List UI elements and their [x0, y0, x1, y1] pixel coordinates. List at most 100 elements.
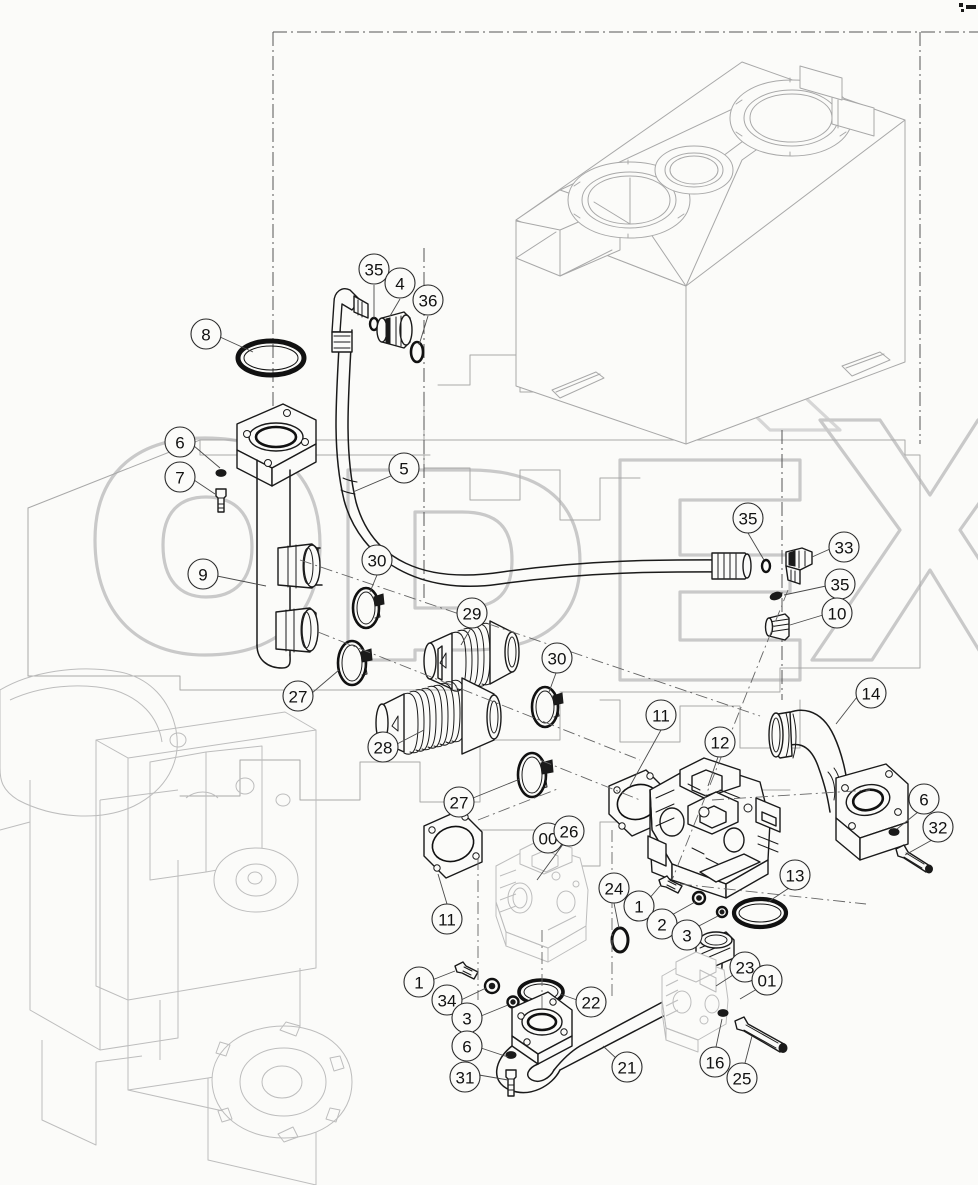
part-34-washer — [483, 977, 501, 995]
callout-29[interactable]: 29 — [456, 597, 488, 629]
callout-35[interactable]: 35 — [732, 502, 764, 534]
part-1-fitting-a — [658, 875, 683, 894]
part-3-nut-a — [715, 905, 729, 919]
callout-11[interactable]: 11 — [431, 903, 463, 935]
callout-33[interactable]: 33 — [828, 531, 860, 563]
callout-12[interactable]: 12 — [704, 726, 736, 758]
part-9-suction-tube — [236, 403, 323, 669]
callout-circle — [922, 811, 954, 843]
callout-27[interactable]: 27 — [282, 680, 314, 712]
part-35-o-ring-b — [760, 558, 772, 574]
callout-14[interactable]: 14 — [855, 677, 887, 709]
callout-circle — [779, 859, 811, 891]
callout-circle — [431, 984, 463, 1016]
callout-number: 30 — [368, 552, 387, 571]
part-10-sleeve-nut — [764, 613, 790, 641]
callout-number: 24 — [605, 880, 624, 899]
part-27-hose-clamp-b — [516, 751, 554, 799]
callout-01[interactable]: 01 — [751, 964, 783, 996]
callout-circle — [699, 1046, 731, 1078]
callout-9[interactable]: 9 — [187, 558, 219, 590]
callout-25[interactable]: 25 — [726, 1062, 758, 1094]
callout-number: 28 — [374, 739, 393, 758]
callout-21[interactable]: 21 — [611, 1051, 643, 1083]
callout-13[interactable]: 13 — [779, 859, 811, 891]
callout-6[interactable]: 6 — [164, 426, 196, 458]
callout-24[interactable]: 24 — [598, 872, 630, 904]
callout-35[interactable]: 35 — [358, 253, 390, 285]
callout-31[interactable]: 31 — [449, 1061, 481, 1093]
part-26-motor-assembly — [495, 837, 589, 963]
callout-3[interactable]: 3 — [451, 1002, 483, 1034]
callout-10[interactable]: 10 — [821, 597, 853, 629]
callout-35[interactable]: 35 — [824, 568, 856, 600]
callout-3[interactable]: 3 — [671, 919, 703, 951]
callout-11[interactable]: 11 — [645, 699, 677, 731]
callout-number: 3 — [462, 1010, 471, 1029]
callout-5[interactable]: 5 — [388, 452, 420, 484]
callout-circle — [361, 544, 393, 576]
callout-circle — [821, 597, 853, 629]
callout-28[interactable]: 28 — [367, 731, 399, 763]
callout-36[interactable]: 36 — [412, 284, 444, 316]
callout-circle — [553, 815, 585, 847]
callout-number: 1 — [414, 974, 423, 993]
hydraulic-reservoir-tank — [515, 61, 906, 445]
callout-circle — [403, 966, 435, 998]
callout-7[interactable]: 7 — [164, 461, 196, 493]
callout-22[interactable]: 22 — [575, 986, 607, 1018]
callout-27[interactable]: 27 — [443, 786, 475, 818]
callout-number: 8 — [201, 326, 210, 345]
callout-circle — [726, 1062, 758, 1094]
callout-16[interactable]: 16 — [699, 1046, 731, 1078]
callout-number: 21 — [618, 1059, 637, 1078]
callout-number: 2 — [657, 916, 666, 935]
part-7-bolt-short — [215, 488, 227, 513]
callout-32[interactable]: 32 — [922, 811, 954, 843]
part-12-piston-pump — [647, 757, 781, 899]
callout-circle — [623, 890, 655, 922]
callout-2[interactable]: 2 — [646, 908, 678, 940]
callout-number: 01 — [758, 972, 777, 991]
callout-1[interactable]: 1 — [403, 966, 435, 998]
part-16-washer-flat — [717, 1009, 729, 1017]
callout-number: 7 — [175, 469, 184, 488]
callout-circle — [645, 699, 677, 731]
callout-number: 33 — [835, 539, 854, 558]
callout-6[interactable]: 6 — [451, 1030, 483, 1062]
callout-30[interactable]: 30 — [361, 544, 393, 576]
part-6-lock-washer-c — [505, 1051, 517, 1059]
part-14-elbow-tube — [768, 709, 909, 861]
callout-4[interactable]: 4 — [384, 267, 416, 299]
callout-number: 35 — [739, 510, 758, 529]
callout-circle — [384, 267, 416, 299]
part-30-hose-clamp-b — [530, 685, 564, 729]
callout-leader-lines — [193, 285, 933, 1081]
callout-number: 6 — [175, 434, 184, 453]
callout-30[interactable]: 30 — [541, 642, 573, 674]
part-24-o-ring-small — [610, 926, 630, 954]
callout-number: 4 — [395, 275, 404, 294]
callout-number: 1 — [634, 898, 643, 917]
callout-circle — [367, 731, 399, 763]
callout-number: 35 — [365, 261, 384, 280]
callout-8[interactable]: 8 — [190, 318, 222, 350]
callout-circle — [456, 597, 488, 629]
callout-circle — [541, 642, 573, 674]
part-36-back-up-ring — [409, 340, 425, 364]
callout-number: 11 — [652, 707, 670, 726]
ghost-transmission-assembly — [0, 668, 353, 1185]
part-35-o-ring-c — [769, 591, 783, 601]
callout-number: 14 — [862, 685, 881, 704]
callout-26[interactable]: 26 — [553, 815, 585, 847]
callout-34[interactable]: 34 — [431, 984, 463, 1016]
part-8-o-ring-large — [235, 338, 307, 378]
callout-number: 5 — [399, 460, 408, 479]
callout-1[interactable]: 1 — [623, 890, 655, 922]
callout-6[interactable]: 6 — [908, 783, 940, 815]
callout-circle — [451, 1030, 483, 1062]
callout-circle — [282, 680, 314, 712]
